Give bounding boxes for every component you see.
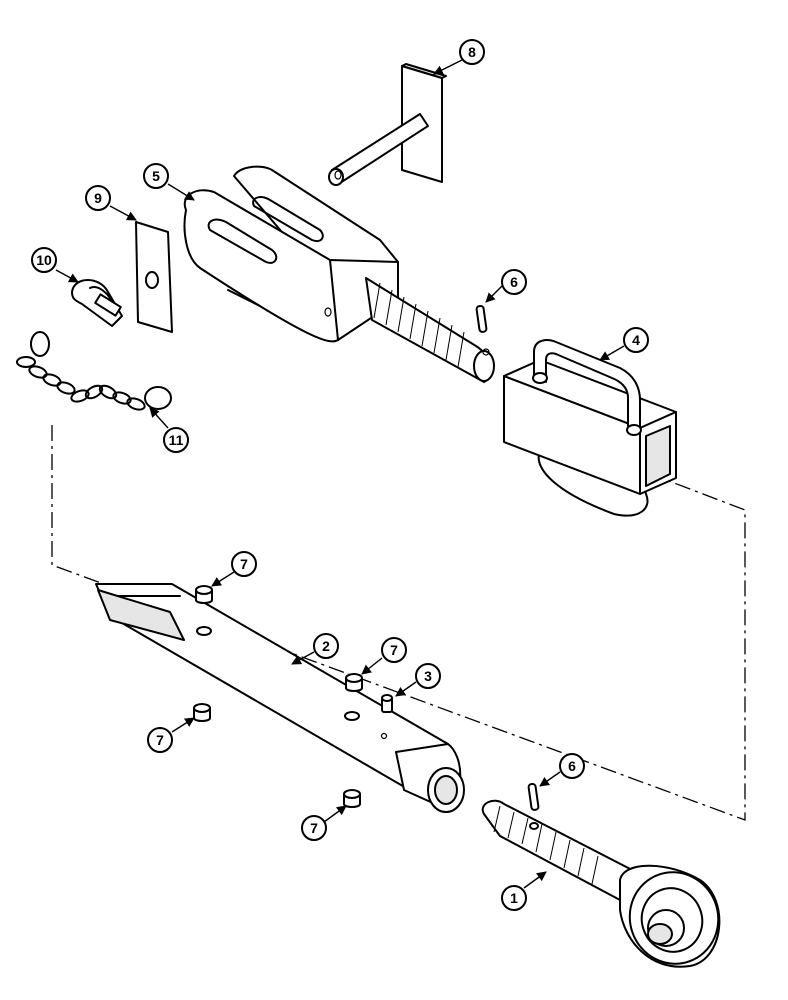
part-2-tube: [95, 583, 465, 813]
callout-11: 11: [163, 427, 189, 453]
part-3-grease-fitting: [381, 694, 393, 713]
callout-6-upper: 6: [501, 269, 527, 295]
part-5-clevis: [183, 165, 495, 383]
callout-2: 2: [313, 633, 339, 659]
svg-text:5: 5: [152, 168, 160, 184]
svg-text:6: 6: [568, 758, 576, 774]
callout-4: 4: [623, 327, 649, 353]
part-7-plugs: [193, 585, 363, 808]
callout-9: 9: [85, 185, 111, 211]
callout-7-bottom: 7: [301, 815, 327, 841]
svg-text:6: 6: [510, 274, 518, 290]
svg-text:7: 7: [156, 732, 164, 748]
callout-7-middle: 7: [381, 637, 407, 663]
part-1-ball-end: [481, 799, 721, 968]
svg-text:3: 3: [424, 668, 432, 684]
svg-text:7: 7: [310, 820, 318, 836]
part-6-roll-pin-lower: [527, 782, 540, 811]
part-4-storage-bracket: [503, 339, 677, 517]
callout-7-left: 7: [147, 727, 173, 753]
callout-5: 5: [143, 163, 169, 189]
svg-text:2: 2: [322, 638, 330, 654]
callout-10: 10: [31, 247, 57, 273]
callout-3: 3: [415, 663, 441, 689]
callout-8: 8: [459, 39, 485, 65]
callout-1: 1: [501, 885, 527, 911]
part-6-roll-pin-upper: [475, 304, 488, 333]
svg-text:4: 4: [632, 332, 640, 348]
part-10-linch-pin: [71, 279, 123, 327]
part-9-washer-plate: [135, 221, 173, 333]
svg-text:8: 8: [468, 44, 476, 60]
svg-text:1: 1: [510, 890, 518, 906]
callout-7-top: 7: [231, 551, 257, 577]
svg-text:7: 7: [390, 642, 398, 658]
svg-text:10: 10: [36, 252, 52, 268]
part-8-pin-with-plate: [328, 63, 447, 186]
svg-text:11: 11: [169, 432, 184, 448]
svg-text:9: 9: [94, 190, 102, 206]
assembly-center-line: [51, 425, 746, 821]
part-11-chain: [16, 331, 172, 411]
callout-6-lower: 6: [559, 753, 585, 779]
svg-text:7: 7: [240, 556, 248, 572]
callout-leaders: [55, 59, 625, 889]
